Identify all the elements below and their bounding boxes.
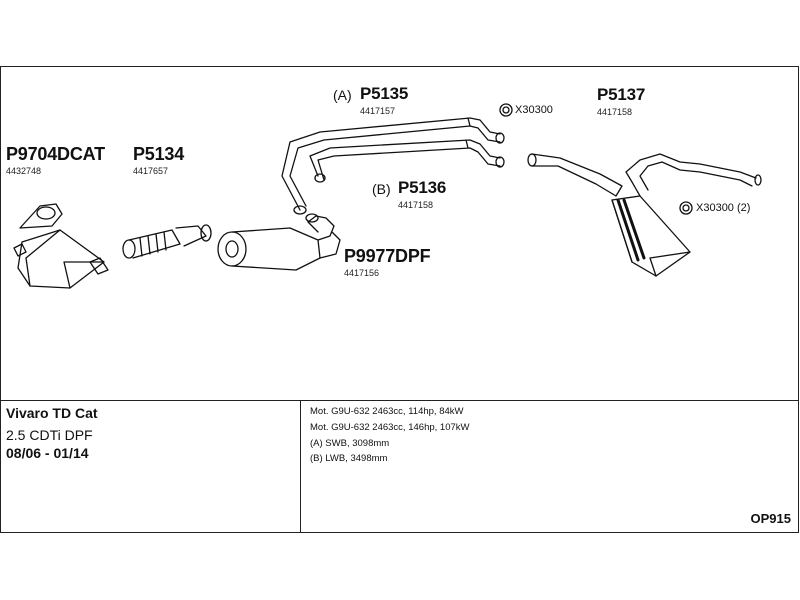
vehicle-engine: 2.5 CDTi DPF [6,427,93,443]
part-number-flex-pipe: P5134 [133,144,185,164]
diagram-frame [0,66,799,533]
rear-silencer-drawing [527,153,762,277]
spec-line: Mot. G9U-632 2463cc, 114hp, 84kW [310,406,464,417]
vehicle-title: Vivaro TD Cat [6,405,98,421]
part-number-rear-silencer: P5137 [597,85,646,104]
clamp-icon [499,103,513,117]
part-code-front-pipe-b: 4417158 [398,200,434,210]
clamp-label: X30300 [515,104,553,116]
variant-b-label: (B) [372,181,391,197]
part-number-dpf: P9977DPF [344,246,431,266]
clamp-icon [679,201,693,215]
front-pipe-a-drawing [281,117,505,215]
part-code-catalyst: 4432748 [6,166,42,176]
part-number-catalyst: P9704DCAT [6,144,105,164]
spec-line: (A) SWB, 3098mm [310,438,390,449]
part-number-front-pipe-b: P5136 [398,178,447,197]
divider-vertical [300,400,301,533]
spec-line: (B) LWB, 3498mm [310,453,388,464]
part-code-flex-pipe: 4417657 [133,166,169,176]
clamp-label: X30300 (2) [696,202,751,214]
dpf-drawing [217,213,341,271]
spec-line: Mot. G9U-632 2463cc, 146hp, 107kW [310,422,470,433]
catalyst-drawing [13,203,109,289]
flex-pipe-drawing [122,224,212,259]
vehicle-years: 08/06 - 01/14 [6,445,89,461]
part-code-dpf: 4417156 [344,268,380,278]
part-number-front-pipe-a: P5135 [360,84,409,103]
variant-a-label: (A) [333,87,352,103]
front-pipe-b-drawing [309,139,505,183]
divider-horizontal [0,400,799,401]
part-code-rear-silencer: 4417158 [597,107,633,117]
part-code-front-pipe-a: 4417157 [360,106,396,116]
exhaust-parts-drawing [13,103,762,289]
diagram-reference-code: OP915 [750,511,791,526]
